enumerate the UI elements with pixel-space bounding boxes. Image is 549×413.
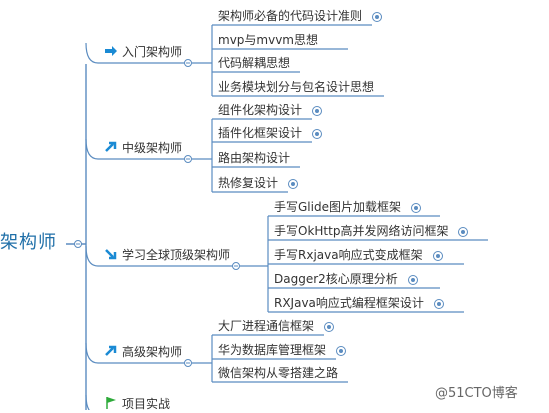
expand-icon[interactable] <box>336 345 347 356</box>
leaf-label: Dagger2核心原理分析 <box>274 272 398 286</box>
flag-icon <box>104 396 118 410</box>
root-node: 架构师 <box>0 232 57 253</box>
leaf-label: 业务模块划分与包名设计思想 <box>218 80 375 94</box>
leaf-label: 热修复设计 <box>218 176 279 190</box>
arrow-down-right-icon <box>104 247 118 261</box>
expand-icon[interactable] <box>324 321 335 332</box>
branch-label: 中级架构师 <box>122 140 183 155</box>
leaf-label: 大厂进程通信框架 <box>218 319 315 333</box>
watermark: @51CTO博客 <box>435 386 518 401</box>
leaf-label: 华为数据库管理框架 <box>218 343 327 357</box>
leaf-label: 组件化架构设计 <box>218 103 303 117</box>
leaf-node[interactable]: 插件化框架设计 <box>218 124 323 142</box>
arrow-up-right-icon <box>104 344 118 358</box>
leaf-node[interactable]: 微信架构从零搭建之路 <box>218 364 338 382</box>
leaf-node[interactable]: Dagger2核心原理分析 <box>274 270 418 288</box>
leaf-node[interactable]: mvp与mvvm思想 <box>218 31 318 49</box>
expand-icon[interactable] <box>312 105 323 116</box>
branch-label: 高级架构师 <box>122 344 183 359</box>
expand-icon[interactable] <box>312 128 323 139</box>
leaf-node[interactable]: 手写Rxjava响应式变成框架 <box>274 246 443 264</box>
leaf-label: 代码解耦思想 <box>218 56 291 70</box>
leaf-node[interactable]: 手写OkHttp高并发网络访问框架 <box>274 222 469 240</box>
arrow-up-right-icon <box>104 140 118 154</box>
expand-icon[interactable] <box>372 11 383 22</box>
leaf-node[interactable]: 组件化架构设计 <box>218 101 323 119</box>
branch-node[interactable]: 高级架构师 <box>104 341 182 361</box>
leaf-node[interactable]: RXJava响应式编程框架设计 <box>274 294 444 312</box>
leaf-node[interactable]: 业务模块划分与包名设计思想 <box>218 78 374 96</box>
branch-node[interactable]: 入门架构师 <box>104 41 182 61</box>
expand-icon[interactable] <box>410 202 421 213</box>
expand-icon[interactable] <box>432 250 443 261</box>
expand-icon[interactable] <box>433 298 444 309</box>
leaf-node[interactable]: 大厂进程通信框架 <box>218 317 335 335</box>
branch-label: 学习全球顶级架构师 <box>122 247 231 262</box>
leaf-label: 插件化框架设计 <box>218 126 303 140</box>
leaf-label: 手写Glide图片加载框架 <box>274 200 401 214</box>
branch-node[interactable]: 项目实战 <box>104 393 170 413</box>
leaf-label: 手写Rxjava响应式变成框架 <box>274 248 423 262</box>
arrow-right-icon <box>104 44 118 58</box>
expand-icon[interactable] <box>458 226 469 237</box>
leaf-label: RXJava响应式编程框架设计 <box>274 296 424 310</box>
leaf-label: 微信架构从零搭建之路 <box>218 366 339 380</box>
leaf-node[interactable]: 架构师必备的代码设计准则 <box>218 7 383 25</box>
leaf-label: 手写OkHttp高并发网络访问框架 <box>274 224 449 238</box>
leaf-label: 路由架构设计 <box>218 151 291 165</box>
leaf-label: 架构师必备的代码设计准则 <box>218 9 363 23</box>
leaf-node[interactable]: 热修复设计 <box>218 174 299 192</box>
branch-node[interactable]: 学习全球顶级架构师 <box>104 244 230 264</box>
expand-icon[interactable] <box>407 274 418 285</box>
branch-label: 入门架构师 <box>122 44 183 59</box>
leaf-node[interactable]: 手写Glide图片加载框架 <box>274 198 421 216</box>
leaf-node[interactable]: 代码解耦思想 <box>218 54 290 72</box>
branch-label: 项目实战 <box>122 396 171 411</box>
leaf-node[interactable]: 华为数据库管理框架 <box>218 341 347 359</box>
branch-node[interactable]: 中级架构师 <box>104 137 182 157</box>
leaf-label: mvp与mvvm思想 <box>218 33 318 47</box>
expand-icon[interactable] <box>288 178 299 189</box>
leaf-node[interactable]: 路由架构设计 <box>218 149 290 167</box>
